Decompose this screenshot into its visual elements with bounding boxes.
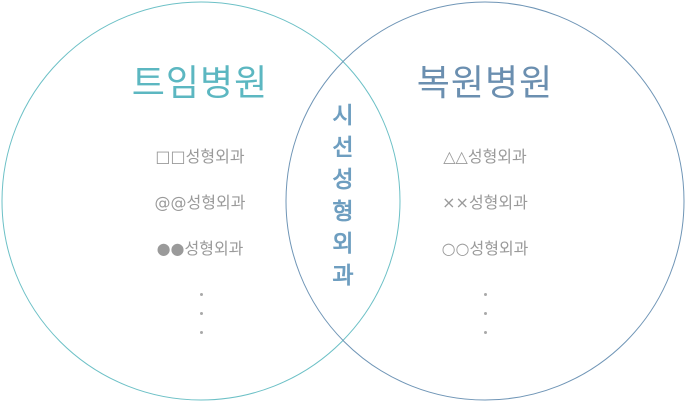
dot	[483, 293, 487, 296]
dot	[483, 312, 487, 315]
left-circle-title: 트임병원	[131, 63, 269, 104]
right-hospital-list: △△성형외과 ××성형외과 ○○성형외과	[442, 145, 529, 283]
right-circle	[285, 1, 685, 401]
list-item: ○○성형외과	[441, 239, 529, 258]
list-item: @@성형외과	[154, 193, 246, 212]
left-circle	[1, 1, 401, 401]
left-ellipsis-icon	[199, 293, 203, 350]
left-hospital-list: □□성형외과 @@성형외과 ●●성형외과	[155, 145, 246, 283]
list-item: □□성형외과	[155, 147, 245, 166]
dot	[199, 293, 203, 296]
dot	[199, 312, 203, 315]
list-item: ××성형외과	[442, 193, 528, 212]
overlap-label: 시선성형외과	[332, 103, 354, 289]
right-ellipsis-icon	[483, 293, 487, 350]
dot	[199, 331, 203, 334]
right-circle-title: 복원병원	[416, 63, 554, 104]
list-item: ●●성형외과	[156, 239, 244, 258]
dot	[483, 331, 487, 334]
list-item: △△성형외과	[443, 147, 527, 166]
